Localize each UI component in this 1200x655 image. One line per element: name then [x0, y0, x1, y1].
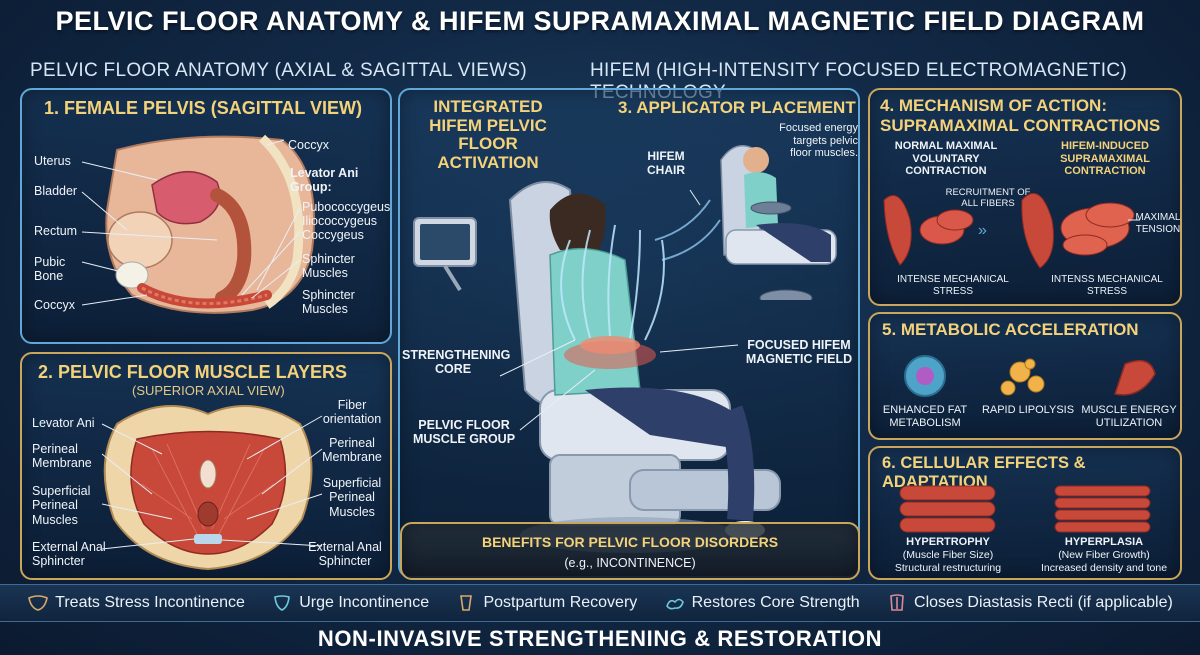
footer-item-stress: Treats Stress Incontinence	[27, 594, 245, 612]
footer-item-diastasis: Closes Diastasis Recti (if applicable)	[886, 594, 1173, 612]
label-pubic-bone: Pubic Bone	[34, 255, 66, 284]
applicator-illustration	[720, 145, 837, 300]
fiber-bundle-illustration	[899, 485, 1151, 533]
footer-item-postpartum: Postpartum Recovery	[455, 594, 637, 612]
center-title: INTEGRATED HIFEM PELVIC FLOOR ACTIVATION	[429, 97, 547, 173]
label-hypertrophy-note: Structural restructuring	[894, 562, 1002, 574]
label-recruitment: RECRUITMENT OF ALL FIBERS	[945, 187, 1031, 209]
label-coccygeus: Coccygeus	[302, 228, 364, 242]
label-hifem-contraction: HIFEM-INDUCED SUPRAMAXIMAL CONTRACTION	[1060, 140, 1150, 178]
muscle-icon	[665, 598, 684, 610]
pelvis-sagittal-illustration	[81, 134, 315, 314]
panel3-title: 3. APPLICATOR PLACEMENT	[618, 98, 856, 117]
panel5-title: 5. METABOLIC ACCELERATION	[882, 320, 1139, 339]
label-external-anal-left: External Anal Sphincter	[32, 540, 106, 569]
label-levator-ani: Levator Ani	[32, 416, 95, 430]
panel-mechanism: 4. MECHANISM OF ACTION: SUPRAMAXIMAL CON…	[868, 88, 1182, 306]
panel2-title: 2. PELVIC FLOOR MUSCLE LAYERS	[38, 362, 348, 382]
footer-label-stress: Treats Stress Incontinence	[55, 594, 245, 611]
label-superficial-perineal-left: Superficial Perineal Muscles	[32, 484, 91, 527]
panel-hifem-activation: INTEGRATED HIFEM PELVIC FLOOR ACTIVATION	[398, 88, 860, 578]
label-stress-left: INTENSE MECHANICAL STRESS	[897, 274, 1009, 297]
label-normal-contraction: NORMAL MAXIMAL VOLUNTARY CONTRACTION	[894, 140, 998, 178]
label-hyperplasia-sub: (New Fiber Growth)	[1058, 549, 1150, 561]
label-coccyx-top: Coccyx	[288, 138, 329, 152]
left-section-heading: PELVIC FLOOR ANATOMY (AXIAL & SAGITTAL V…	[30, 60, 528, 81]
panel-metabolic: 5. METABOLIC ACCELERATION ENHANCED FAT M…	[868, 312, 1182, 440]
panel-applicator-placement: 3. APPLICATOR PLACEMENT Focused energy t…	[606, 90, 860, 300]
footer-label-core: Restores Core Strength	[691, 594, 860, 611]
panel4-title: 4. MECHANISM OF ACTION: SUPRAMAXIMAL CON…	[880, 96, 1161, 135]
label-levator-group: Levator Ani Group:	[290, 166, 359, 195]
label-perineal-membrane-right: Perineal Membrane	[322, 436, 382, 465]
torso-icon	[460, 595, 473, 611]
label-hypertrophy-sub: (Muscle Fiber Size)	[902, 549, 994, 561]
label-sphincter-2: Sphincter Muscles	[302, 288, 355, 317]
label-superficial-perineal-right: Superficial Perineal Muscles	[322, 476, 382, 519]
label-external-anal-right: External Anal Sphincter	[308, 540, 382, 569]
label-rectum: Rectum	[34, 224, 78, 238]
applicator-note: Focused energy targets pelvic floor musc…	[779, 122, 858, 160]
label-maximal-tension: MAXIMAL TENSION	[1135, 212, 1181, 235]
label-focused-field: FOCUSED HIFEM MAGNETIC FIELD	[745, 338, 853, 367]
label-pelvic-floor-muscle-group: PELVIC FLOOR MUSCLE GROUP	[412, 418, 516, 447]
label-strengthening-core: STRENGTHENING CORE	[402, 348, 511, 377]
abdomen-icon	[890, 594, 904, 611]
label-rapid-lipolysis: RAPID LIPOLYSIS	[981, 404, 1075, 416]
metabolic-icons	[904, 355, 1156, 397]
label-hyperplasia: HYPERPLASIA	[1064, 536, 1144, 548]
panel-cellular: 6. CELLULAR EFFECTS & ADAPTATION HYPERTR…	[868, 446, 1182, 580]
pelvic-floor-axial-illustration	[101, 405, 323, 571]
bottom-title: NON-INVASIVE STRENGTHENING & RESTORATION	[317, 626, 883, 651]
label-pubococcygeus: Pubococcygeus	[302, 200, 391, 214]
svg-text:»: »	[978, 222, 987, 239]
label-coccyx-bottom: Coccyx	[34, 298, 75, 312]
label-muscle-energy: MUSCLE ENERGY UTILIZATION	[1081, 404, 1177, 429]
label-hypertrophy: HYPERTROPHY	[906, 536, 990, 548]
footer-item-core: Restores Core Strength	[664, 594, 860, 612]
label-sphincter-1: Sphincter Muscles	[302, 252, 355, 281]
label-hyperplasia-note: Increased density and tone	[1040, 562, 1168, 574]
main-title: PELVIC FLOOR ANATOMY & HIFEM SUPRAMAXIMA…	[55, 6, 1145, 36]
label-enhanced-fat: ENHANCED FAT METABOLISM	[882, 404, 968, 429]
label-hifem-chair: HIFEM CHAIR	[647, 149, 685, 177]
label-bladder: Bladder	[34, 184, 78, 198]
benefits-subtitle: (e.g., INCONTINENCE)	[564, 556, 696, 570]
panel-muscle-layers: 2. PELVIC FLOOR MUSCLE LAYERS (SUPERIOR …	[20, 352, 392, 580]
panel-benefits: BENEFITS FOR PELVIC FLOOR DISORDERS (e.g…	[400, 522, 860, 580]
label-iliococcygeus: Iliococcygeus	[302, 214, 378, 228]
panel2-subtitle: (SUPERIOR AXIAL VIEW)	[132, 383, 285, 398]
footer-label-urge: Urge Incontinence	[299, 594, 430, 611]
muscle-contraction-illustration: »	[883, 192, 1140, 269]
label-fiber-orientation: Fiber orientation	[322, 398, 382, 427]
benefits-title: BENEFITS FOR PELVIC FLOOR DISORDERS	[481, 534, 779, 550]
benefits-footer: Treats Stress Incontinence Urge Incontin…	[0, 584, 1200, 622]
footer-label-postpartum: Postpartum Recovery	[483, 594, 638, 611]
label-perineal-membrane-left: Perineal Membrane	[32, 442, 92, 471]
pelvis-icon	[28, 595, 49, 611]
panel1-title: 1. FEMALE PELVIS (SAGITTAL VIEW)	[44, 98, 363, 118]
label-stress-right: INTENSS MECHANICAL STRESS	[1051, 274, 1163, 297]
label-uterus: Uterus	[34, 154, 71, 168]
footer-item-urge: Urge Incontinence	[271, 594, 429, 612]
footer-label-diastasis: Closes Diastasis Recti (if applicable)	[914, 594, 1173, 611]
bladder-icon	[274, 595, 291, 611]
panel-female-pelvis: 1. FEMALE PELVIS (SAGITTAL VIEW) Coccyx …	[20, 88, 392, 344]
